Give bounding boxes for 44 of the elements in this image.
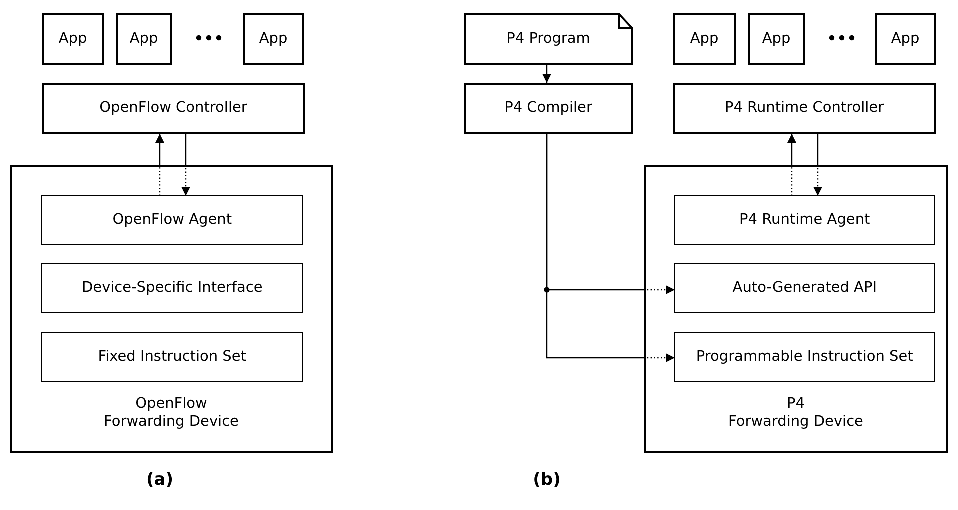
panel-label: (a) xyxy=(146,470,174,490)
arrow xyxy=(788,134,796,196)
device-box xyxy=(644,165,948,453)
box-label: P4 Runtime Agent xyxy=(740,211,870,230)
component-box xyxy=(41,263,304,314)
controller-box xyxy=(673,83,936,134)
box-label: OpenFlow Agent xyxy=(112,211,232,230)
arrow xyxy=(156,134,164,196)
box-label: App xyxy=(762,30,791,48)
box-label: App xyxy=(891,30,920,48)
box-label: P4 Runtime Controller xyxy=(724,99,884,118)
component-box xyxy=(674,263,936,314)
app-box xyxy=(875,13,936,65)
arrow xyxy=(546,134,675,362)
app-box xyxy=(243,13,304,65)
box-label: App xyxy=(690,30,719,48)
device-title: OpenFlow Forwarding Device xyxy=(104,394,239,431)
document-box xyxy=(464,13,633,65)
box-label: Device-Specific Interface xyxy=(82,279,263,298)
component-box xyxy=(674,195,936,246)
arrow xyxy=(542,65,552,83)
controller-box xyxy=(464,83,633,134)
app-box xyxy=(42,13,104,65)
device-title: P4 Forwarding Device xyxy=(728,394,864,431)
controller-box xyxy=(42,83,305,134)
box-label: P4 Program xyxy=(506,30,590,48)
device-box xyxy=(10,165,333,453)
app-box xyxy=(116,13,172,65)
arrow xyxy=(182,134,190,196)
box-label: P4 Compiler xyxy=(504,99,592,118)
component-box xyxy=(41,332,304,382)
component-box xyxy=(674,332,936,382)
box-label: Fixed Instruction Set xyxy=(98,348,246,366)
box-label: Auto-Generated API xyxy=(732,279,877,298)
box-label: App xyxy=(130,30,158,48)
panel-label: (b) xyxy=(533,470,561,490)
box-label: Programmable Instruction Set xyxy=(696,348,914,366)
arrow xyxy=(814,134,822,196)
box-label: App xyxy=(58,30,88,48)
component-box xyxy=(41,195,304,246)
box-label: OpenFlow Controller xyxy=(100,99,248,118)
app-box xyxy=(673,13,736,65)
app-box xyxy=(748,13,805,65)
box-label: App xyxy=(259,30,288,48)
